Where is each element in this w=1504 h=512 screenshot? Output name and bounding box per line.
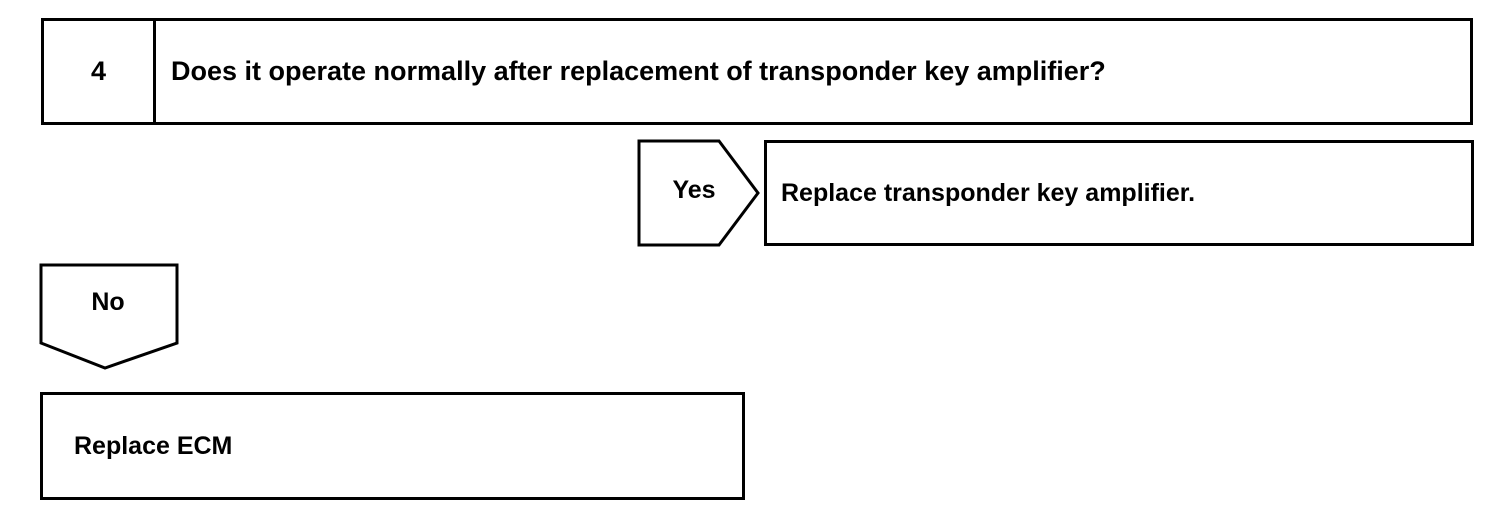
- step-number: 4: [44, 21, 156, 122]
- no-arrow-shape: [39, 263, 179, 370]
- yes-result-box: Replace transponder key amplifier.: [764, 140, 1474, 246]
- yes-arrow-label: Yes: [672, 176, 716, 204]
- step-question: Does it operate normally after replaceme…: [171, 56, 1106, 86]
- no-result-box: Replace ECM: [40, 392, 745, 500]
- step-box: 4 Does it operate normally after replace…: [41, 18, 1473, 125]
- yes-arrow-shape: [637, 139, 760, 247]
- no-arrow-label: No: [91, 288, 125, 316]
